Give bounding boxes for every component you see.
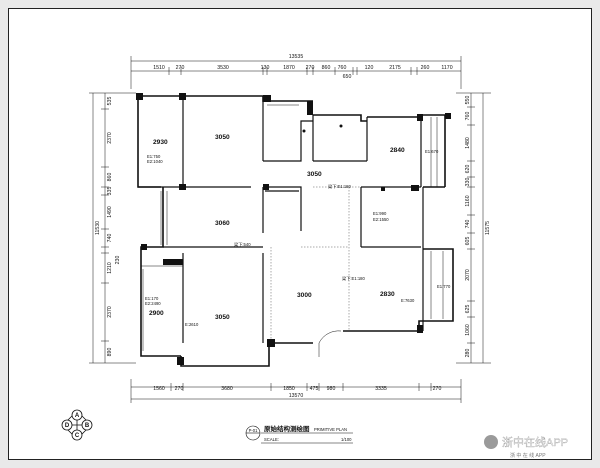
room-area-label: 3050 bbox=[215, 314, 230, 321]
drawing-sheet: 13535 1510 270 3530 130 1870 270 860 760… bbox=[8, 8, 592, 460]
dim-right-6: 1160 bbox=[465, 195, 471, 206]
dim-top-9: 120 bbox=[365, 65, 374, 71]
dim-left-10: 890 bbox=[107, 348, 113, 357]
room-area-label: 3000 bbox=[297, 292, 312, 299]
compass-d: D bbox=[65, 423, 70, 429]
dim-right-10: 625 bbox=[465, 305, 471, 314]
title-block bbox=[245, 425, 353, 444]
left-dimensions bbox=[89, 92, 136, 364]
watermark-svg: 浙中在线APP 浙 中 在 线 APP bbox=[484, 435, 568, 459]
top-dimensions bbox=[130, 56, 462, 89]
dim-bottom-3: 3680 bbox=[221, 386, 233, 392]
dim-top-11: 260 bbox=[421, 65, 430, 71]
room-area-label: 3050 bbox=[307, 171, 322, 178]
drawing-title-en: PRIMITIVE PLAN bbox=[314, 427, 347, 432]
compass-a: A bbox=[75, 413, 80, 419]
dim-top-6: 270 bbox=[306, 65, 315, 71]
dim-bottom-6: 980 bbox=[327, 386, 336, 392]
dim-right-11: 1060 bbox=[465, 324, 471, 336]
dim-left-4: 335 bbox=[107, 187, 113, 196]
dim-top-10: 2175 bbox=[389, 65, 401, 71]
dim-left-3: 860 bbox=[107, 173, 113, 182]
watermark-text: 浙中在线APP bbox=[502, 435, 568, 449]
watermark-logo-icon bbox=[484, 435, 498, 449]
compass-b: B bbox=[85, 423, 90, 429]
dim-top-total: 13535 bbox=[289, 54, 304, 60]
dim-top-3: 3530 bbox=[217, 65, 229, 71]
room-note: E1:770 bbox=[437, 284, 451, 289]
drawing-title: 原始结构测绘图 bbox=[264, 424, 310, 433]
room-area-label: 2900 bbox=[149, 310, 164, 317]
room-note: E:2610 bbox=[185, 322, 199, 327]
watermark: 浙中在线APP 浙 中 在 线 APP bbox=[482, 432, 594, 462]
room-note: E2:1550 bbox=[373, 217, 389, 222]
sheet-number: P-01 bbox=[249, 428, 259, 433]
room-area-label: 3060 bbox=[215, 220, 230, 227]
dim-top-7: 860 bbox=[322, 65, 331, 71]
dim-right-total: 11575 bbox=[485, 221, 491, 235]
dim-left-6: 740 bbox=[107, 234, 113, 243]
dim-right-12: 280 bbox=[465, 349, 471, 358]
dim-top-4: 130 bbox=[261, 65, 270, 71]
dim-left-total: 11530 bbox=[95, 221, 101, 235]
scale-label: SCALE: bbox=[264, 437, 279, 442]
floor-plan-svg: 13535 1510 270 3530 130 1870 270 860 760… bbox=[61, 54, 491, 444]
room-area-label: 2830 bbox=[380, 291, 395, 298]
right-dimensions bbox=[456, 92, 491, 364]
dim-right-9: 2070 bbox=[465, 269, 471, 281]
dim-top-sub: 650 bbox=[343, 74, 352, 80]
dim-top-1: 1510 bbox=[153, 65, 165, 71]
dim-right-8: 605 bbox=[465, 237, 471, 246]
dim-bottom-4: 1850 bbox=[283, 386, 295, 392]
dim-bottom-5: 475 bbox=[310, 386, 319, 392]
room-note: E:7630 bbox=[401, 298, 415, 303]
room-note: 梁下:E1:180 bbox=[342, 275, 365, 282]
thin-lines bbox=[141, 104, 444, 357]
room-note: E1:990 bbox=[373, 211, 387, 216]
room-note: E2:2490 bbox=[145, 301, 161, 306]
room-area-label: 3050 bbox=[215, 134, 230, 141]
dim-left-1: 535 bbox=[107, 97, 113, 106]
top-dim-ticks bbox=[168, 67, 418, 75]
dim-left-5: 1490 bbox=[107, 206, 113, 218]
dashed-beam-lines bbox=[270, 186, 361, 343]
dim-right-7: 740 bbox=[465, 220, 471, 229]
dim-top-2: 270 bbox=[176, 65, 185, 71]
dim-right-5: 330 bbox=[465, 178, 471, 187]
dim-right-2: 760 bbox=[465, 112, 471, 121]
room-note: 梁下:E1:180 bbox=[328, 183, 351, 190]
scale-value: 1/100 bbox=[341, 437, 352, 442]
room-note: E1:750 bbox=[147, 154, 161, 159]
dim-right-4: 620 bbox=[465, 165, 471, 174]
watermark-subtext: 浙 中 在 线 APP bbox=[510, 452, 546, 459]
fixtures bbox=[302, 124, 343, 133]
room-note: E2:1040 bbox=[147, 159, 163, 164]
room-note: E1:170 bbox=[145, 296, 159, 301]
room-area-label: 2840 bbox=[390, 147, 405, 154]
dim-left-7: 230 bbox=[115, 256, 121, 265]
compass-c: C bbox=[75, 433, 80, 439]
dim-right-3: 1480 bbox=[465, 137, 471, 149]
dim-bottom-2: 270 bbox=[175, 386, 184, 392]
columns bbox=[136, 93, 451, 365]
dim-bottom-7: 3335 bbox=[375, 386, 387, 392]
dim-left-9: 2370 bbox=[107, 306, 113, 318]
compass-symbol bbox=[61, 409, 93, 441]
room-note: E1:670 bbox=[425, 149, 439, 154]
dim-top-8: 760 bbox=[338, 65, 347, 71]
dim-bottom-1: 1560 bbox=[153, 386, 165, 392]
room-note: 梁下:540 bbox=[234, 241, 251, 248]
bottom-dimensions bbox=[130, 379, 462, 403]
dim-left-8: 1210 bbox=[107, 262, 113, 274]
dim-right-1: 550 bbox=[465, 96, 471, 105]
room-area-label: 2930 bbox=[153, 139, 168, 146]
dim-bottom-total: 13570 bbox=[289, 393, 304, 399]
dim-top-12: 1170 bbox=[441, 65, 452, 71]
dim-top-5: 1870 bbox=[283, 65, 295, 71]
dim-bottom-8: 270 bbox=[433, 386, 442, 392]
dim-left-2: 2370 bbox=[107, 132, 113, 144]
